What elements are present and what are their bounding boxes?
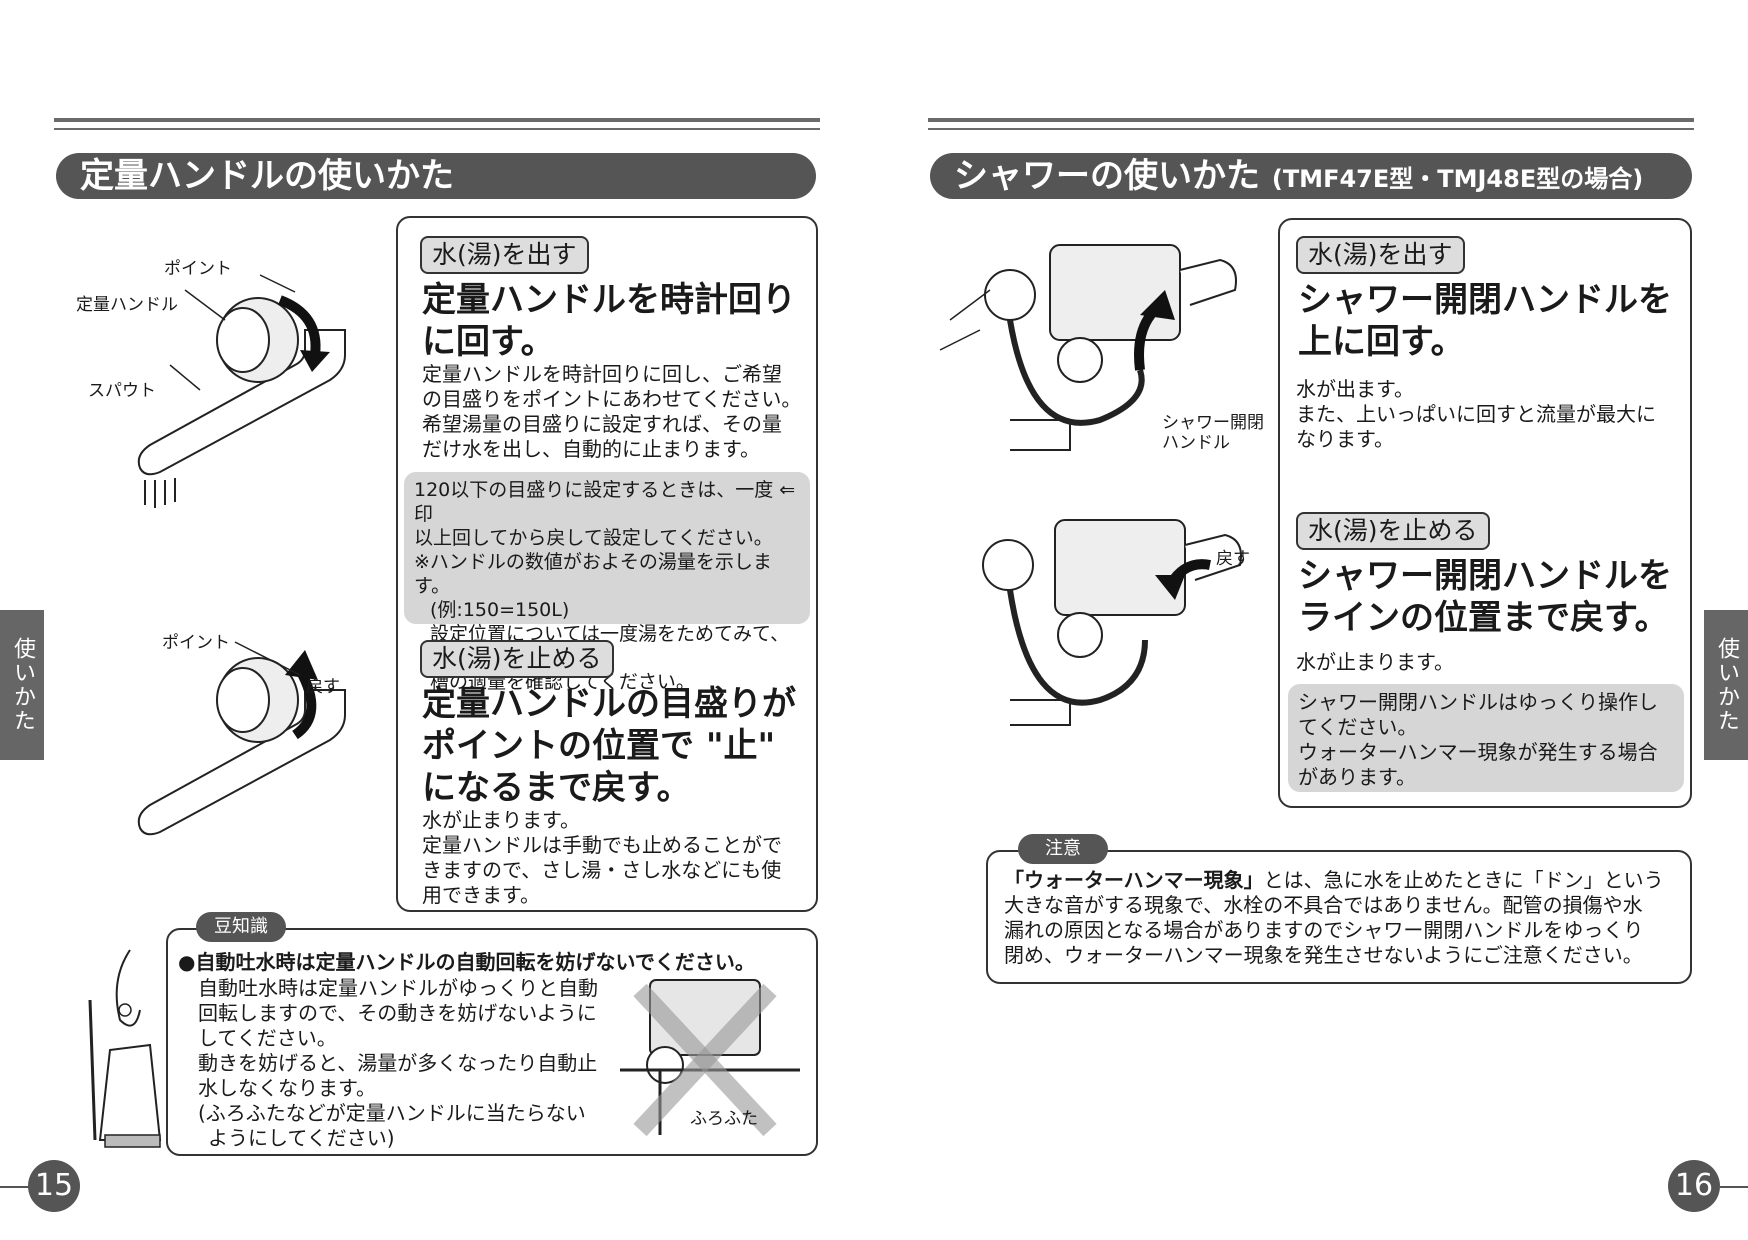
shower-close-note: シャワー開閉ハンドルはゆっくり操作してください。 ウォーターハンマー現象が発生す… — [1288, 684, 1684, 792]
close-body: 水が止まります。定量ハンドルは手動でも止めることがで きますので、さし湯・さし水… — [422, 808, 782, 907]
open-tag: 水(湯)を出す — [420, 236, 589, 274]
shower-close-tag: 水(湯)を止める — [1296, 512, 1490, 550]
handle-label: 定量ハンドル — [76, 295, 178, 315]
top-rule-thin-right — [928, 128, 1694, 130]
spout-label: スパウト — [88, 381, 156, 401]
point-label: ポイント — [164, 259, 232, 279]
close-heading: 定量ハンドルの目盛りが ポイントの位置で "止" になるまで戻す。 — [422, 684, 796, 808]
point-label-2: ポイント — [162, 633, 230, 653]
open-note: 120以下の目盛りに設定するときは、一度 ⇐印 以上回してから戻して設定してくだ… — [404, 472, 810, 693]
side-tab-right: 使いかた — [1704, 610, 1748, 760]
top-rule — [54, 118, 820, 122]
open-body: 定量ハンドルを時計回りに回し、ご希望の目盛りをポイントにあわせてください。 希望… — [422, 362, 802, 461]
page-num-line-left — [0, 1186, 30, 1188]
bath-cover-label: ふろふた — [690, 1109, 758, 1129]
return-label-right: 戻す — [1216, 549, 1250, 569]
page-number-right: 16 — [1668, 1160, 1720, 1212]
page-title: 定量ハンドルの使いかた — [56, 153, 816, 199]
shower-close-body: 水が止まります。 — [1296, 650, 1454, 674]
shower-open-body: 水が出ます。また、上いっぱいに回すと流量が最大になります。 — [1296, 377, 1656, 451]
tips-headline: ●自動吐水時は定量ハンドルの自動回転を妨げないでください。 — [178, 950, 755, 974]
caution-pill: 注意 — [1018, 834, 1108, 864]
caution-panel — [986, 850, 1692, 984]
shower-close-heading: シャワー開閉ハンドルを ラインの位置まで戻す。 — [1298, 556, 1672, 638]
shower-handle-label-2: ハンドル — [1162, 433, 1230, 453]
return-label: 戻す — [306, 677, 340, 697]
side-tab-left: 使いかた — [0, 610, 44, 760]
shower-open-heading: シャワー開閉ハンドルを 上に回す。 — [1298, 280, 1672, 362]
top-rule-right — [928, 118, 1694, 122]
page-title-right: シャワーの使いかた (TMF47E型・TMJ48E型の場合) — [930, 153, 1692, 199]
top-rule-thin — [54, 128, 820, 130]
page-number-left: 15 — [28, 1160, 80, 1212]
close-tag: 水(湯)を止める — [420, 640, 614, 678]
shower-open-tag: 水(湯)を出す — [1296, 236, 1465, 274]
tips-pill: 豆知識 — [196, 912, 286, 942]
tips-body: 自動吐水時は定量ハンドルがゆっくりと自動回転しますので、その動きを妨げないように… — [198, 976, 598, 1150]
page-num-line-right — [1720, 1186, 1748, 1188]
caution-body: 「ウォーターハンマー現象」とは、急に水を止めたときに「ドン」という 大きな音がす… — [1004, 868, 1664, 967]
shower-handle-label-1: シャワー開閉 — [1162, 413, 1264, 433]
open-heading: 定量ハンドルを時計回り に回す。 — [422, 280, 796, 362]
